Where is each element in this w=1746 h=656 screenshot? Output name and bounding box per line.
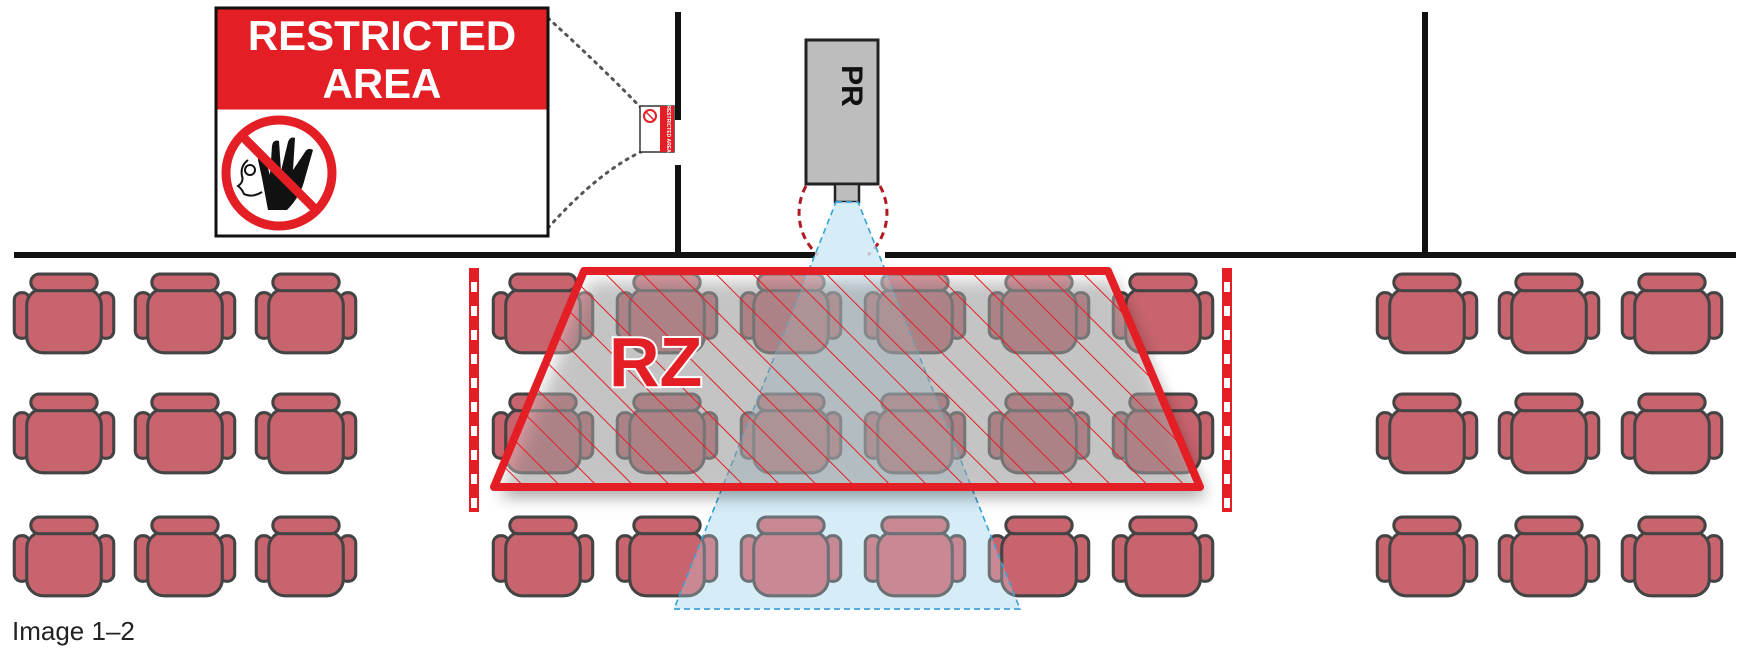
- chair-icon: [12, 515, 116, 598]
- chair-icon: [254, 272, 358, 355]
- chair-icon: [1375, 515, 1479, 598]
- no-entry-hand-icon: [221, 115, 337, 231]
- barrier-stripe: [471, 426, 477, 436]
- projector-label: PR: [835, 65, 868, 107]
- barrier-stripe: [1224, 426, 1230, 436]
- chair-icon: [1620, 392, 1724, 475]
- barrier-stripe: [471, 378, 477, 388]
- barrier-poles: [469, 268, 1232, 512]
- chair-icon: [12, 272, 116, 355]
- chair-icon: [1620, 515, 1724, 598]
- sign-callout-lines: [546, 16, 647, 230]
- restricted-zone: RZ: [490, 267, 1206, 497]
- barrier-stripe: [471, 450, 477, 460]
- barrier-stripe: [1224, 474, 1230, 484]
- barrier-stripe: [1224, 306, 1230, 316]
- barrier-stripe: [471, 402, 477, 412]
- sign-title-line1: RESTRICTED: [248, 12, 516, 59]
- zone-label: RZ: [609, 323, 702, 401]
- chair-icon: [1497, 392, 1601, 475]
- restricted-area-sign: RESTRICTED AREA: [214, 6, 550, 238]
- chair-icon: [133, 392, 237, 475]
- chair-icon: [1375, 392, 1479, 475]
- barrier-stripe: [471, 474, 477, 484]
- barrier-stripe: [1224, 498, 1230, 508]
- barrier-stripe: [1224, 402, 1230, 412]
- zone-hatch: [494, 271, 1200, 487]
- chair-icon: [1111, 515, 1215, 598]
- chair-icon: [1497, 272, 1601, 355]
- chair-icon: [491, 515, 595, 598]
- chair-icon: [1375, 272, 1479, 355]
- chair-icon: [1497, 515, 1601, 598]
- barrier-stripe: [1224, 354, 1230, 364]
- barrier-stripe: [471, 354, 477, 364]
- sign-title-line2: AREA: [322, 60, 441, 107]
- barrier-pole-right: [1222, 268, 1232, 512]
- figure-caption: Image 1–2: [12, 616, 135, 646]
- barrier-stripe: [471, 306, 477, 316]
- lens-hazard-arc: [797, 185, 819, 257]
- mini-sign-text: RESTRICTED AREA: [665, 105, 671, 153]
- barrier-stripe: [1224, 282, 1230, 292]
- barrier-stripe: [471, 330, 477, 340]
- projector-lens: [833, 182, 861, 204]
- chair-icon: [133, 272, 237, 355]
- barrier-stripe: [1224, 450, 1230, 460]
- chair-icon: [133, 515, 237, 598]
- chair-icon: [254, 392, 358, 475]
- door-mini-sign: RESTRICTED AREA: [639, 105, 675, 153]
- barrier-stripe: [471, 282, 477, 292]
- zone-outline: [490, 267, 1204, 491]
- barrier-stripe: [1224, 330, 1230, 340]
- chair-icon: [1620, 272, 1724, 355]
- walls: [14, 12, 1736, 258]
- chair-icon: [254, 515, 358, 598]
- barrier-stripe: [1224, 378, 1230, 388]
- chair-icon: [12, 392, 116, 475]
- barrier-pole-left: [469, 268, 479, 512]
- barrier-stripe: [471, 498, 477, 508]
